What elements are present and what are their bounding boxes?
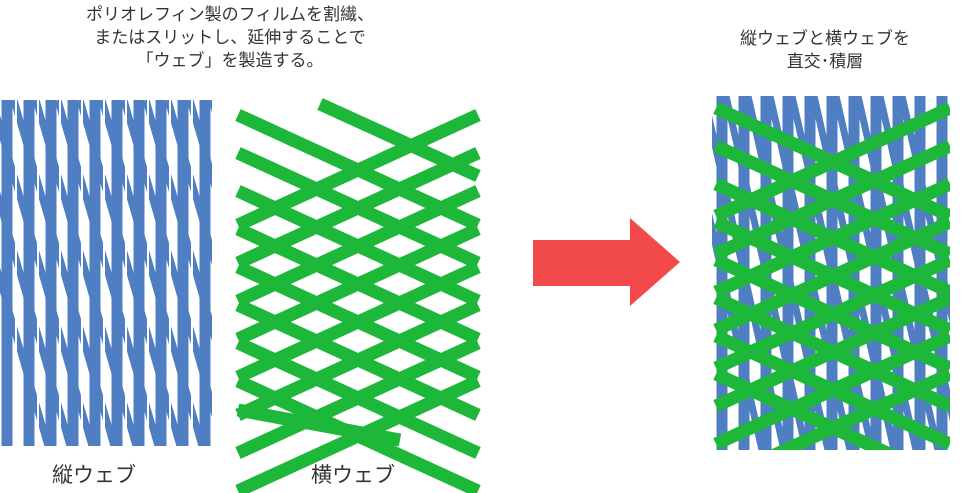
- laminated-weft-strand: [713, 330, 950, 450]
- process-arrow: [533, 218, 680, 306]
- laminated-weft-strand: [769, 368, 950, 450]
- warp-diagonal-strand: [76, 100, 184, 446]
- warp-diagonal-strand: [164, 100, 212, 265]
- warp-diagonal-strand: [0, 267, 52, 446]
- cross-laminated-web-illustration: [712, 96, 950, 450]
- weft-web-label: 横ウェブ: [311, 463, 395, 487]
- warp-diagonal-strand: [0, 191, 74, 446]
- weft-strand: [317, 98, 481, 182]
- warp-diagonal-strand: [186, 100, 212, 189]
- process-description: ポリオレフィン製のフィルムを割繊、 またはスリットし、延伸することで 「ウェブ」…: [86, 5, 374, 71]
- warp-web-strands: [0, 100, 212, 446]
- warp-web-label: 縦ウェブ: [52, 463, 136, 487]
- warp-diagonal-strand: [120, 100, 212, 418]
- lamination-description: 縦ウェブと横ウェブを 直交･積層: [740, 29, 910, 72]
- warp-diagonal-strand: [32, 100, 140, 446]
- weft-strand: [236, 403, 402, 447]
- warp-diagonal-strand: [0, 115, 96, 446]
- weft-web-illustration: [235, 98, 481, 493]
- laminated-weft-layer: [713, 102, 950, 450]
- warp-diagonal-strand: [54, 100, 162, 446]
- warp-diagonal-strand: [142, 100, 212, 341]
- weft-strand: [235, 337, 481, 459]
- warp-diagonal-strand: [98, 100, 206, 446]
- warp-web-illustration: [0, 100, 212, 446]
- warp-diagonal-strand: [10, 100, 118, 446]
